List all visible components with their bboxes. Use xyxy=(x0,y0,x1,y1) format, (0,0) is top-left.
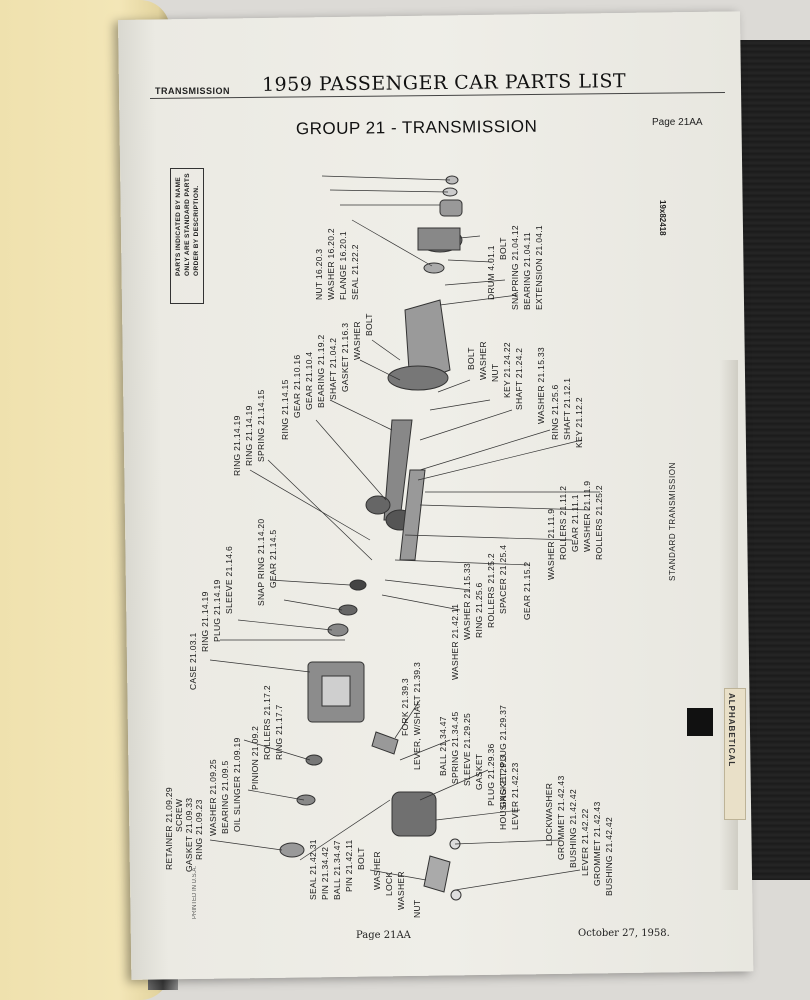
footer-date: October 27, 1958. xyxy=(578,928,670,939)
catalog-page xyxy=(118,11,754,980)
standard-parts-notice: PARTS INDICATED BY NAME ONLY ARE STANDAR… xyxy=(170,168,204,304)
alphabetical-tab: ALPHABETICAL xyxy=(724,688,746,820)
group-title: GROUP 21 - TRANSMISSION xyxy=(295,116,538,139)
illustration-code: 19x82418 xyxy=(658,200,667,236)
page-title: 1959 PASSENGER CAR PARTS LIST xyxy=(261,70,627,96)
section-name: TRANSMISSION xyxy=(155,86,231,96)
page-number: Page 21AA xyxy=(652,117,703,128)
footer-page-number: Page 21AA xyxy=(356,930,411,941)
side-title: STANDARD TRANSMISSION xyxy=(668,462,677,581)
printed-note: PRINTED IN U.S.A. xyxy=(192,866,198,920)
notice-text: PARTS INDICATED BY NAME ONLY ARE STANDAR… xyxy=(175,173,200,276)
alphabetical-tab-label: ALPHABETICAL xyxy=(727,693,736,768)
section-marker xyxy=(687,708,713,736)
binder-spine xyxy=(740,40,810,880)
